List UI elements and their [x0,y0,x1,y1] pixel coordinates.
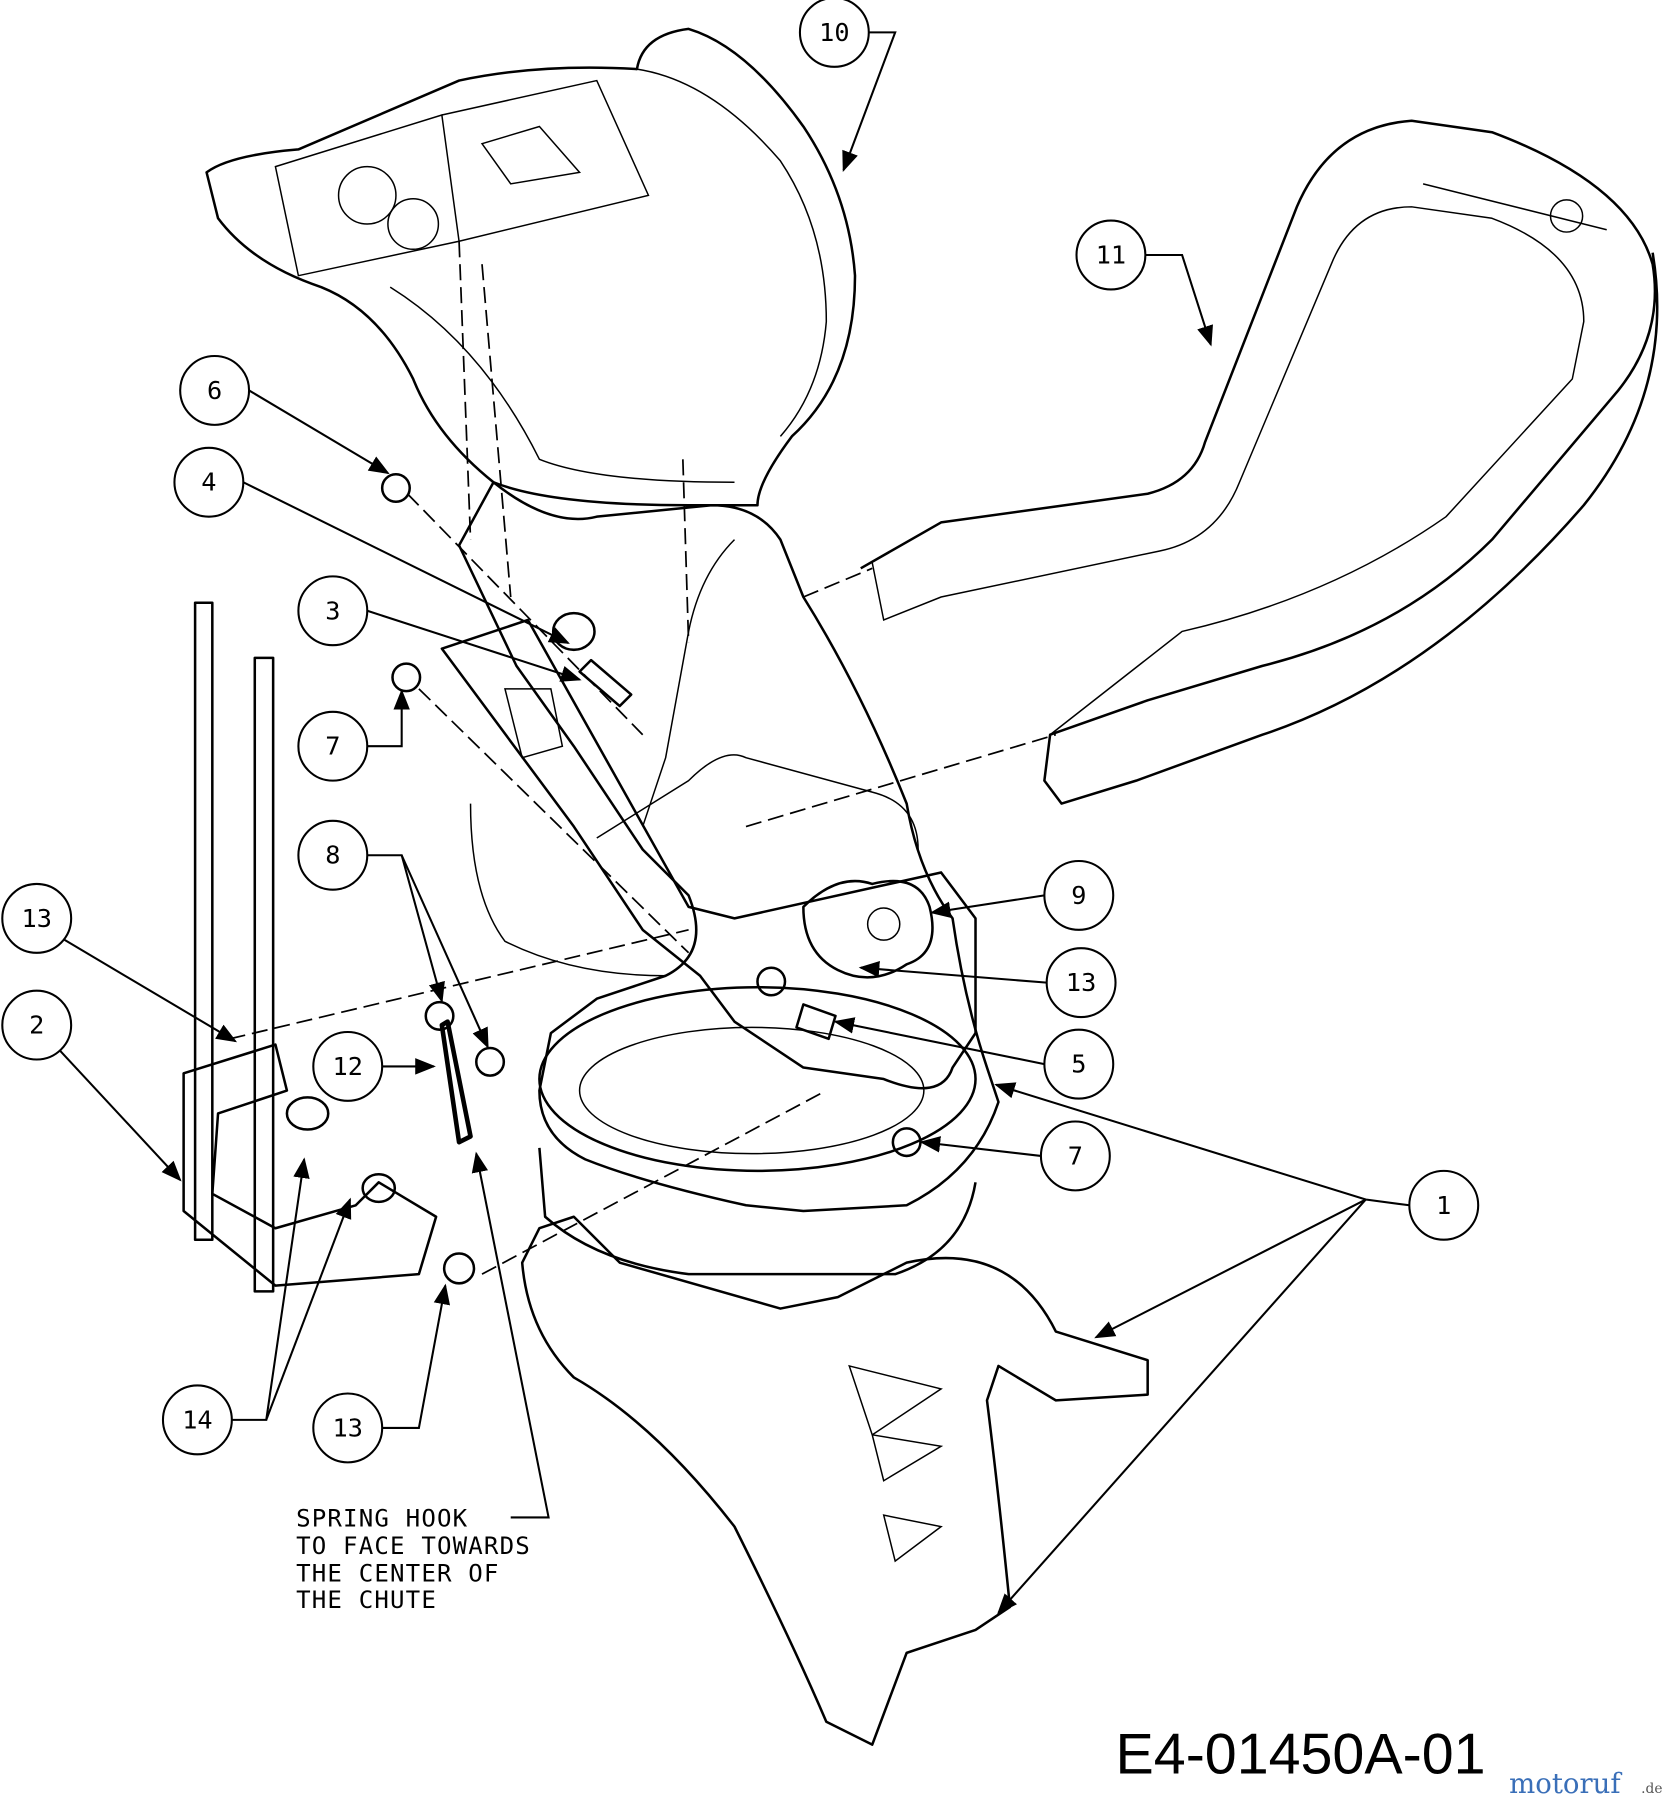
callout-number: 5 [1071,1050,1086,1079]
leader-line [265,1197,352,1421]
callout-bubble [297,819,369,891]
callout-bubble [1045,947,1117,1019]
callout-bubble [297,710,369,782]
callout-bubble [312,1392,384,1464]
note-line: THE CHUTE [296,1586,437,1614]
callout-number: 1 [1436,1191,1451,1220]
leader-line [62,938,238,1043]
leader-line [929,894,1045,918]
callout-number: 7 [1068,1141,1083,1170]
callout-number: 9 [1071,881,1086,910]
leader-line [367,854,445,1003]
callout-bubble [1,882,73,954]
callout-number: 8 [325,841,340,870]
callout-number: 13 [22,904,52,933]
callout-group: 10 11 6 4 3 7 8 13 2 12 9 13 5 7 1 14 13 [1,0,1480,1615]
callout-bubble [1043,859,1115,931]
bracket-assembly [182,601,438,1293]
leader-line [833,1017,1045,1066]
note-line: TO FACE TOWARDS [296,1532,531,1560]
leader-line [382,1283,451,1429]
watermark-suffix: .de [1641,1781,1662,1797]
callout-bubble [1039,1120,1111,1192]
leader-line [242,481,570,644]
callout-bubble [1043,1028,1115,1100]
hardware [380,472,922,1285]
note-line: SPRING HOOK [296,1505,468,1533]
callout-bubble [798,0,870,68]
chute-deflector [205,27,857,507]
callout-number: 12 [333,1052,363,1081]
callout-bubble [1408,1169,1480,1241]
leader-line [367,689,410,748]
watermark-text: motoruf [1509,1768,1622,1800]
spring-hook-note: SPRING HOOK TO FACE TOWARDS THE CENTER O… [296,1151,550,1614]
tilt-plate [440,618,977,1090]
callout-bubble [297,575,369,647]
callout-bubble [173,446,245,518]
leader-line [231,1157,310,1421]
callout-number: 4 [201,468,216,497]
callout-bubble [1,989,73,1061]
leader-line [858,960,1047,984]
leader-line [842,31,897,173]
callout-bubble [161,1384,233,1456]
callout-number: 13 [1066,968,1096,997]
callout-bubble [179,354,251,426]
callout-number: 14 [182,1405,212,1434]
callout-number: 10 [819,18,849,47]
callout-number: 2 [29,1011,44,1040]
chute-handle [860,119,1659,805]
callout-number: 6 [207,376,222,405]
leader-line [366,609,582,682]
leader-line [1094,1198,1367,1339]
drawing-code: E4-01450A-01 [1116,1722,1486,1786]
leader-line [1145,253,1213,347]
leader-line [58,1049,182,1182]
callout-bubble [1075,219,1147,291]
callout-number: 7 [325,732,340,761]
leader-line [400,854,489,1049]
watermark-logo: motoruf .de [1509,1768,1662,1800]
callout-number: 13 [333,1413,363,1442]
note-line: THE CENTER OF [296,1560,500,1588]
discharge-chute [457,480,1149,1746]
callout-number: 11 [1096,241,1126,270]
leader-line [997,1198,1367,1615]
callout-bubble [312,1030,384,1102]
leader-line [919,1136,1042,1157]
callout-number: 3 [325,596,340,625]
leader-line [248,389,390,475]
